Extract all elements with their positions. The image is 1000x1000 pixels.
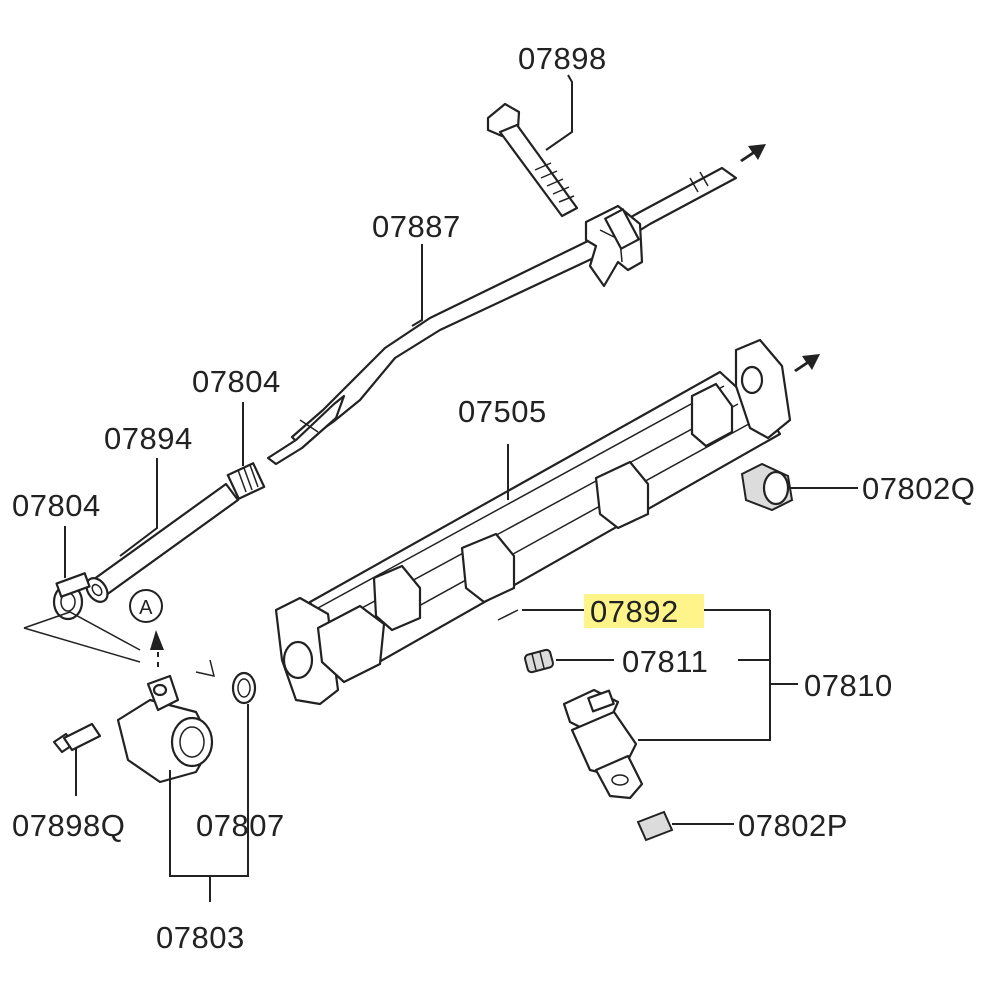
bolt-07898Q bbox=[52, 722, 102, 754]
label-07810: 07810 bbox=[804, 668, 893, 703]
fuel-hose-07894 bbox=[85, 482, 240, 603]
callout-a-letter: A bbox=[139, 597, 153, 619]
insulator-07802Q bbox=[740, 462, 794, 512]
label-07804-lower: 07804 bbox=[12, 488, 101, 523]
o-ring-07802P bbox=[636, 810, 674, 842]
callout-a: A bbox=[129, 589, 163, 623]
flow-arrow-icon bbox=[794, 354, 820, 372]
direction-arrow-icon bbox=[150, 630, 164, 650]
o-ring-07807 bbox=[231, 671, 257, 705]
label-07505: 07505 bbox=[458, 394, 547, 429]
label-07811: 07811 bbox=[622, 644, 708, 679]
label-07887: 07887 bbox=[372, 209, 461, 244]
label-07802Q: 07802Q bbox=[862, 471, 975, 506]
label-07894: 07894 bbox=[104, 421, 193, 456]
label-07898Q: 07898Q bbox=[12, 808, 125, 843]
label-07803: 07803 bbox=[156, 920, 245, 955]
hose-clamp-07804-upper bbox=[226, 462, 266, 500]
o-ring-07892 bbox=[497, 609, 519, 621]
fuel-injector-07810 bbox=[562, 688, 644, 800]
grommet-07811 bbox=[524, 648, 554, 674]
fuel-pipe-07887 bbox=[266, 166, 738, 466]
label-07804-upper: 07804 bbox=[192, 364, 281, 399]
label-07807: 07807 bbox=[196, 808, 285, 843]
highlight-07892 bbox=[584, 594, 704, 628]
hose-clamp-07804-lower bbox=[52, 572, 91, 621]
fuel-rail-07505 bbox=[274, 338, 792, 706]
label-07802P: 07802P bbox=[738, 808, 848, 843]
bolt-07898 bbox=[486, 102, 579, 218]
pressure-regulator-07803 bbox=[116, 674, 214, 784]
label-07898: 07898 bbox=[518, 41, 607, 76]
flow-arrow-icon bbox=[740, 144, 766, 162]
label-07892: 07892 bbox=[590, 594, 679, 629]
